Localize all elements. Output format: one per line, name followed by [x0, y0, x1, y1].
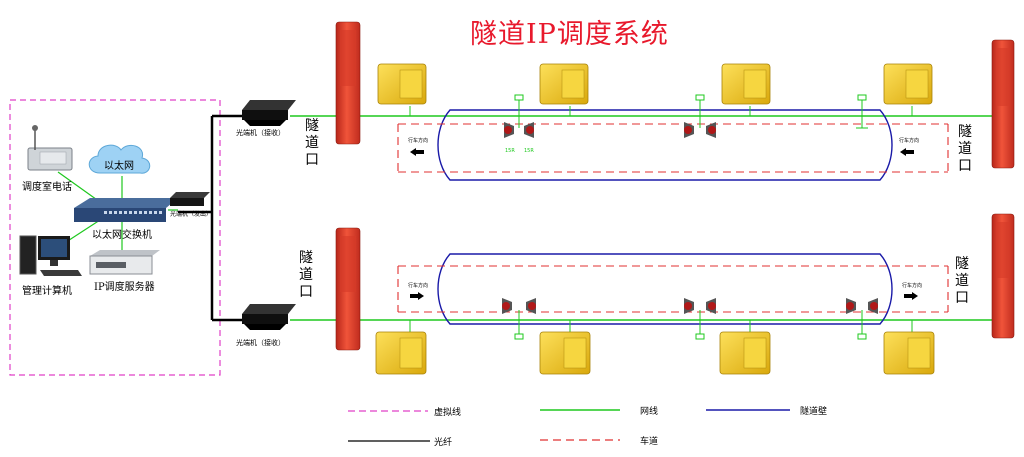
fiber-receiver-top-label: 光端机（接收）	[236, 129, 285, 137]
dispatch-phone-icon	[27, 125, 73, 171]
emergency-post-top-left	[335, 21, 361, 145]
ethernet-cloud-icon	[88, 144, 151, 174]
fiber-trunk	[178, 114, 245, 322]
direction-arrow-top-right	[900, 148, 914, 156]
fiber-receiver-bottom-icon	[242, 304, 296, 330]
tunnel-entrance-label-top-right: 隧道口	[958, 124, 972, 174]
phone-box-top-4-icon	[883, 63, 933, 105]
direction-arrow-top-left	[410, 148, 424, 156]
legend-label-tunnel-wall: 隧道壁	[800, 407, 828, 417]
control-room-links	[57, 171, 178, 252]
bottom-row-drops	[409, 310, 913, 340]
emergency-post-top-right	[991, 39, 1015, 169]
management-computer-icon	[19, 235, 82, 276]
speaker-tag-left: 15R	[505, 148, 515, 154]
tunnel-entrance-label-top-left: 隧道口	[305, 118, 319, 168]
phone-box-top-2-icon	[539, 63, 589, 105]
ip-dispatch-server-icon	[89, 250, 160, 275]
speaker-bottom-1-icon	[502, 298, 536, 314]
tunnel-entrance-label-bottom-left: 隧道口	[299, 250, 313, 300]
phone-box-bottom-1-icon	[375, 331, 427, 375]
fiber-receiver-bottom-label: 光端机（接收）	[236, 339, 285, 347]
direction-label-top-right: 行车方向	[899, 138, 920, 144]
direction-label-bottom-right: 行车方向	[902, 283, 923, 289]
direction-arrow-bottom-right	[904, 292, 918, 300]
emergency-post-bottom-right	[991, 213, 1015, 339]
phone-box-bottom-2-icon	[539, 331, 591, 375]
ip-dispatch-server-label: IP调度服务器	[94, 282, 155, 293]
phone-box-top-1-icon	[377, 63, 427, 105]
speaker-bottom-3-icon	[846, 298, 878, 314]
top-row-drops	[409, 94, 913, 129]
legend-label-fiber: 光纤	[434, 438, 453, 448]
emergency-post-bottom-left	[335, 227, 361, 351]
speaker-top-1-icon	[504, 122, 534, 138]
speaker-tag-right: 15R	[524, 148, 534, 154]
legend-label-virtual: 虚拟线	[434, 408, 462, 418]
phone-box-top-3-icon	[721, 63, 771, 105]
fiber-receiver-top-icon	[242, 100, 296, 126]
fiber-transmitter-label: 光端机（发出）	[170, 211, 213, 218]
legend-label-network: 网线	[640, 407, 659, 417]
management-computer-label: 管理计算机	[22, 286, 72, 297]
ethernet-cloud-label: 以太网	[104, 161, 134, 172]
direction-label-bottom-left: 行车方向	[408, 283, 429, 289]
ethernet-switch-label: 以太网交换机	[92, 230, 152, 241]
tunnel-wall-top	[437, 109, 893, 181]
tunnel-wall-bottom	[437, 253, 893, 325]
lane-top	[397, 123, 949, 173]
control-room-boundary	[9, 99, 221, 376]
legend-label-lane: 车道	[640, 437, 659, 447]
speaker-bottom-2-icon	[684, 298, 716, 314]
lane-bottom	[397, 265, 949, 313]
direction-label-top-left: 行车方向	[408, 138, 429, 144]
direction-arrow-bottom-left	[410, 292, 424, 300]
phone-box-bottom-3-icon	[719, 331, 771, 375]
phone-box-bottom-4-icon	[883, 331, 935, 375]
dispatch-phone-label: 调度室电话	[22, 182, 72, 193]
tunnel-entrance-label-bottom-right: 隧道口	[955, 256, 969, 306]
ethernet-switch-icon	[74, 198, 178, 222]
speaker-top-2-icon	[684, 122, 716, 138]
fiber-transmitter-icon	[170, 192, 210, 206]
diagram-title: 隧道IP调度系统	[470, 19, 669, 50]
